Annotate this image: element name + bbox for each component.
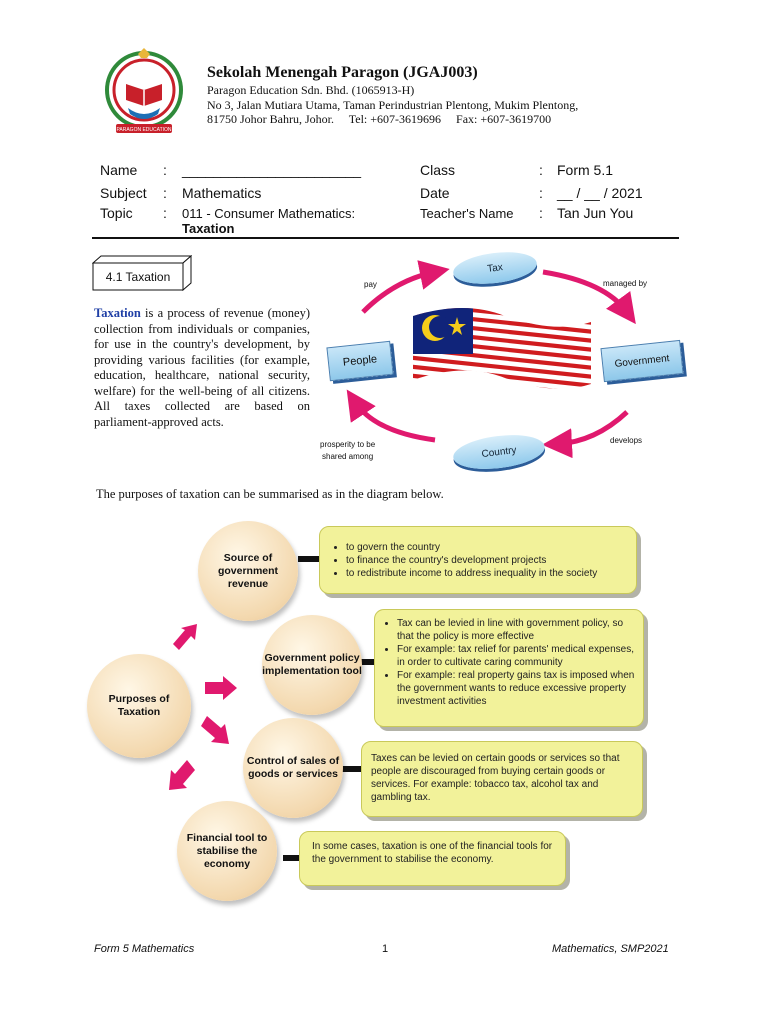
connector [352, 659, 376, 665]
purpose-circle-revenue: Source of government revenue [198, 521, 298, 621]
purpose-circle-control: Control of sales of goods or services [243, 718, 343, 818]
purpose-circle-policy: Government policy implementation tool [262, 615, 362, 715]
intro-term: Taxation [94, 306, 141, 320]
connector [283, 855, 303, 861]
topic-value-bold: Taxation [182, 221, 235, 236]
school-logo: PARAGON EDUCATION [105, 48, 183, 133]
cycle-label-prosperity: prosperity to be [320, 440, 376, 449]
school-name: Sekolah Menengah Paragon (JGAJ003) [207, 64, 478, 81]
header-rule [92, 237, 679, 239]
connector [298, 556, 322, 562]
name-field: _______________________ [182, 162, 362, 178]
diagram-arrows [169, 624, 237, 790]
topic-value: 011 - Consumer Mathematics: [182, 206, 356, 221]
footer-right: Mathematics, SMP2021 [552, 943, 669, 955]
cycle-arrows [346, 260, 636, 459]
colon: : [539, 185, 543, 201]
colon: : [163, 185, 167, 201]
subject-label: Subject [100, 185, 147, 201]
bullet: to redistribute income to address inequa… [346, 567, 626, 580]
section-label: 4.1 Taxation [105, 269, 171, 284]
malaysia-flag-image [413, 308, 591, 389]
colon: : [539, 162, 543, 178]
purpose-box-control: Taxes can be levied on certain goods or … [361, 741, 643, 817]
address-line-2: 81750 Johor Bahru, Johor. Tel: +607-3619… [207, 112, 552, 126]
purposes-center-circle: Purposes of Taxation [87, 654, 191, 758]
connector [339, 766, 363, 772]
purpose-box-financial: In some cases, taxation is one of the fi… [299, 831, 566, 886]
cycle-people: People [326, 340, 394, 382]
date-value: __ / __ / 2021 [557, 185, 643, 201]
teacher-value: Tan Jun You [557, 205, 634, 221]
colon: : [539, 205, 543, 221]
logo-text: PARAGON EDUCATION [116, 127, 171, 133]
bullet: Tax can be levied in line with governmen… [397, 617, 635, 643]
cycle-label-shared: shared among [322, 452, 374, 461]
class-label: Class [420, 162, 456, 178]
intro-text: is a process of revenue (money) collecti… [94, 306, 310, 429]
subject-value: Mathematics [182, 185, 262, 201]
company-name: Paragon Education Sdn. Bhd. (1065913-H) [207, 83, 415, 97]
colon: : [163, 162, 167, 178]
bullet: to finance the country's development pro… [346, 554, 626, 567]
name-label: Name [100, 162, 138, 178]
cycle-label-develops: develops [610, 436, 643, 445]
class-value: Form 5.1 [557, 162, 614, 178]
purpose-circle-financial: Financial tool to stabilise the economy [177, 801, 277, 901]
bullet: For example: tax relief for parents' med… [397, 643, 635, 669]
teacher-label: Teacher's Name [420, 206, 514, 221]
purposes-intro: The purposes of taxation can be summaris… [96, 487, 444, 501]
colon: : [163, 205, 167, 221]
cycle-label-pay: pay [364, 280, 377, 289]
intro-paragraph: Taxation is a process of revenue (money)… [94, 306, 310, 430]
bullet: For example: real property gains tax is … [397, 669, 635, 708]
cycle-label-managed: managed by [603, 279, 648, 288]
footer-left: Form 5 Mathematics [94, 943, 195, 955]
topic-label: Topic [100, 205, 133, 221]
section-label-box: 4.1 Taxation [92, 255, 192, 291]
purpose-box-revenue: to govern the country to finance the cou… [319, 526, 637, 594]
address-line-1: No 3, Jalan Mutiara Utama, Taman Perindu… [207, 98, 579, 112]
page-number: 1 [382, 943, 389, 955]
bullet: to govern the country [346, 541, 626, 554]
purpose-box-policy: Tax can be levied in line with governmen… [374, 609, 644, 727]
date-label: Date [420, 185, 450, 201]
